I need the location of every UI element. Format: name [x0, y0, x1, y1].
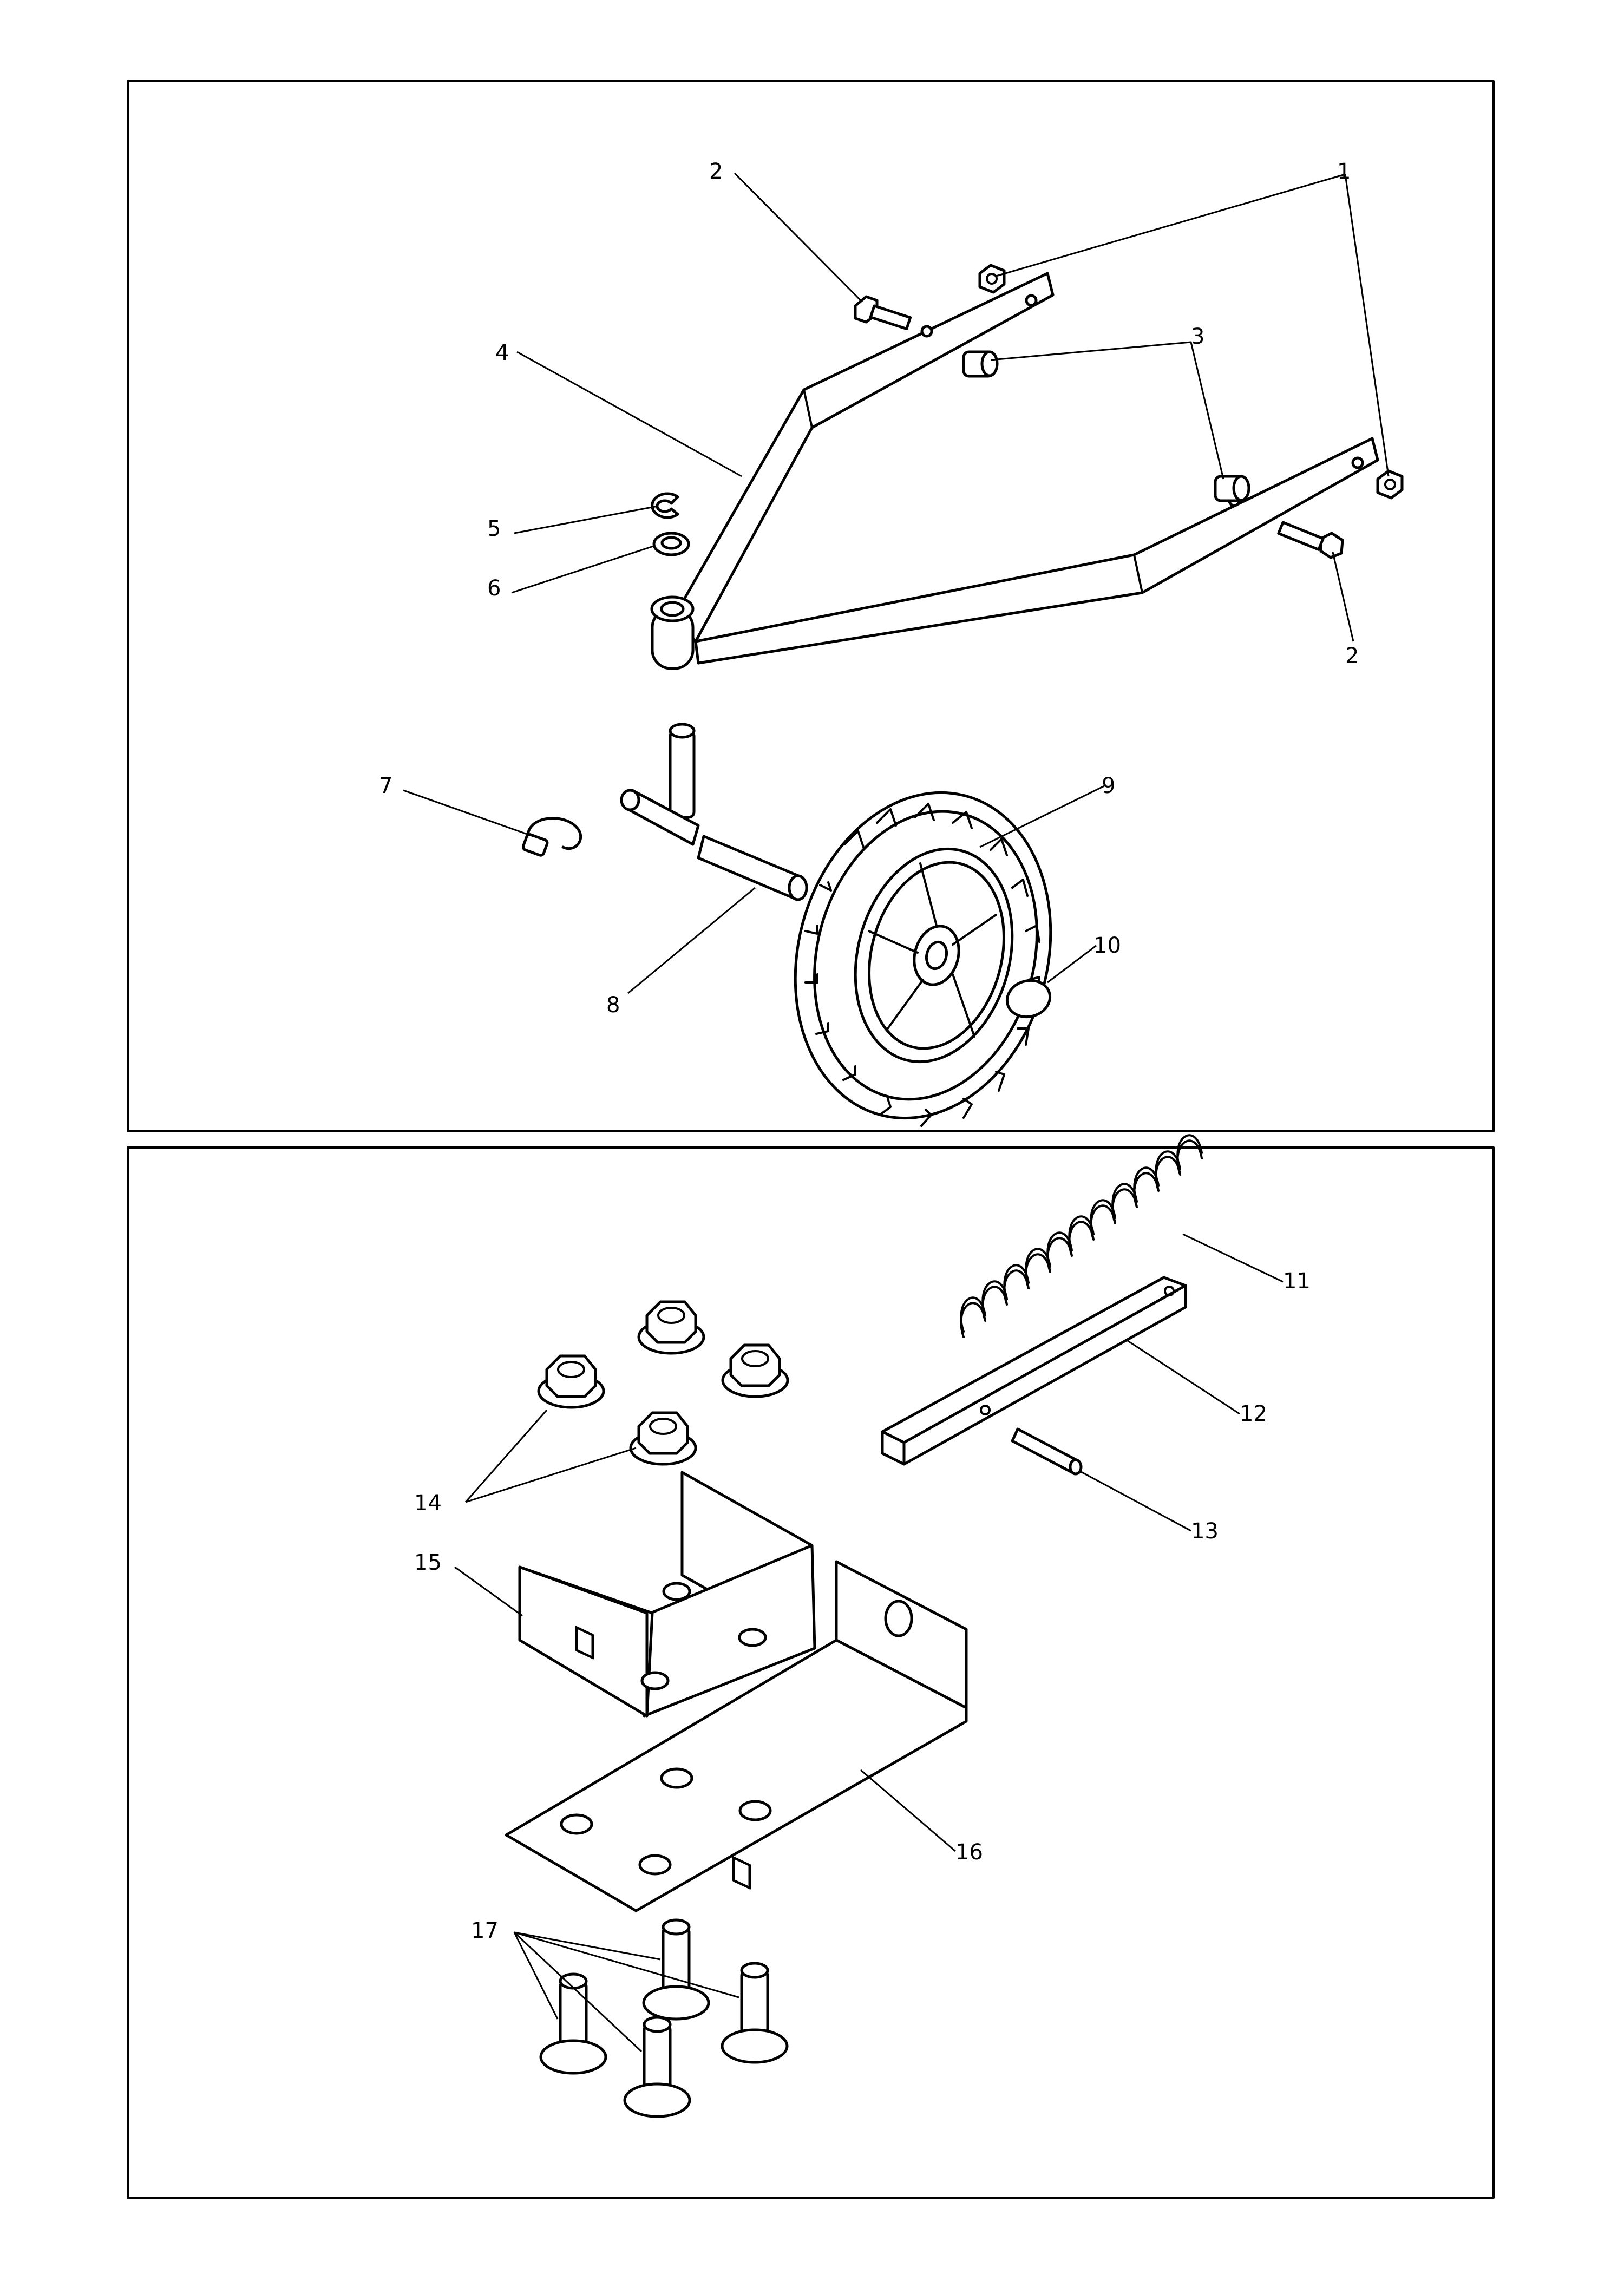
- callout-4: 4: [495, 340, 509, 365]
- flange-bolts-part-17: [539, 1918, 789, 2118]
- clip-part-7: [521, 817, 582, 857]
- callout-9: 9: [1102, 774, 1115, 798]
- callout-14: 14: [414, 1491, 442, 1516]
- circlip-part-5: [651, 492, 679, 519]
- callout-8: 8: [606, 993, 620, 1018]
- callout-2-upper: 2: [709, 159, 723, 184]
- leader-lines-upper: [403, 172, 1390, 994]
- nut-part-1: [978, 264, 1404, 500]
- callout-1: 1: [1337, 159, 1351, 184]
- pin-part-13: [1011, 1427, 1083, 1476]
- washer-part-6: [652, 532, 690, 556]
- callout-15: 15: [414, 1550, 442, 1575]
- wheel-part-9: [794, 791, 1052, 1127]
- callout-7: 7: [379, 774, 392, 798]
- hub-cap-part-10: [1005, 979, 1052, 1019]
- callout-5: 5: [487, 516, 501, 541]
- l-plate-part-16: [505, 1560, 968, 1912]
- u-bracket-part-15: [518, 1471, 816, 1890]
- callout-3: 3: [1191, 324, 1204, 349]
- bar-part-12: [881, 1276, 1187, 1466]
- spacer-part-3: [962, 350, 1250, 502]
- callout-10: 10: [1093, 933, 1121, 958]
- axle-part-8: [620, 723, 808, 901]
- callout-13: 13: [1191, 1519, 1219, 1544]
- a-frame-part: [650, 272, 1379, 670]
- spring-part-11: [960, 1134, 1203, 1338]
- callout-2-lower: 2: [1345, 644, 1359, 668]
- callout-labels: 1 2 2 3 4 5 6 7 8 9 10 11 12 13 14 15 16…: [379, 159, 1359, 1943]
- callout-12: 12: [1240, 1401, 1267, 1426]
- callout-11: 11: [1283, 1269, 1311, 1294]
- bolt-part-2: [854, 295, 1344, 559]
- upper-panel-frame: [127, 80, 1495, 1132]
- lower-panel-frame: [127, 1146, 1495, 2199]
- flange-nuts-part-14: [537, 1300, 789, 1466]
- callout-16: 16: [955, 1840, 983, 1865]
- callout-17: 17: [471, 1918, 499, 1943]
- leader-lines-lower: [454, 1233, 1284, 2053]
- callout-6: 6: [487, 576, 501, 601]
